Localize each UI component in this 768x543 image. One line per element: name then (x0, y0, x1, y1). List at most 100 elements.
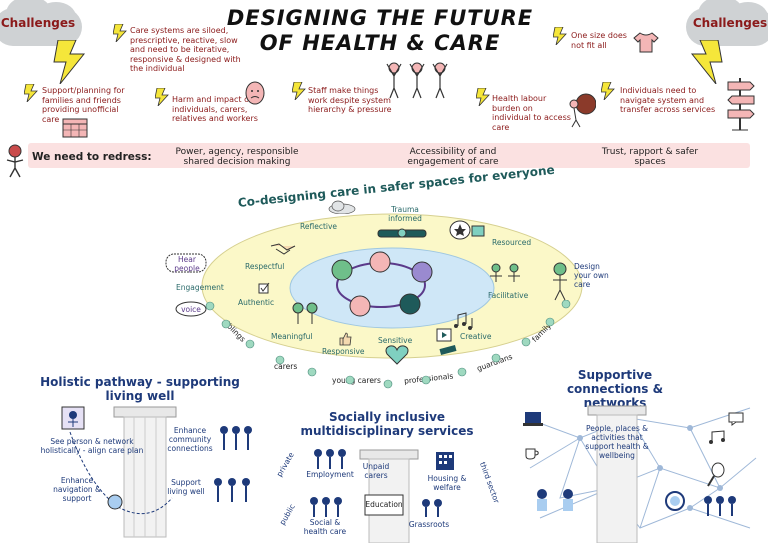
title-line-2: OF HEALTH & CARE (259, 31, 501, 55)
trait-authentic: Authentic (238, 298, 275, 307)
people-group-icon (214, 478, 250, 502)
third-sector-label: third sector (477, 460, 502, 505)
lightning-icon (601, 82, 615, 100)
arrow-path-icon (69, 431, 173, 515)
person-icon (6, 144, 24, 178)
lightning-icon (113, 24, 127, 42)
cloud-icon (328, 200, 356, 214)
ring-young-carers: young carers (332, 376, 381, 385)
enhance-community-label: Enhance community connections (167, 426, 213, 453)
lightning-icon (553, 27, 567, 45)
people-ring-icon (205, 300, 571, 389)
education-label: Education (365, 500, 403, 509)
heart-icon (385, 345, 409, 365)
challenge-harm-impact: Harm and impact on individuals, carers, … (172, 95, 258, 123)
people-group-icon (310, 497, 342, 517)
people-circle-icon (331, 251, 433, 317)
speech-bubble-icon (165, 253, 207, 273)
face-icon (245, 81, 265, 105)
staff-figures-icon (386, 62, 448, 99)
grassroots-label: Grassroots (408, 520, 450, 529)
music-notes-icon (454, 312, 473, 330)
lightning-icon (476, 88, 490, 106)
people-icon (490, 263, 520, 282)
holistic-title: Holistic pathway - supporting living wel… (40, 375, 240, 403)
lightning-icon (690, 40, 723, 84)
people-group-icon (220, 426, 252, 450)
person-podium-icon (61, 406, 85, 430)
pillar-icon (587, 405, 647, 543)
building-icon (436, 452, 454, 470)
pencil-icon (439, 345, 457, 355)
unpaid-carers-label: Unpaid carers (362, 462, 390, 480)
lightning-icon (53, 40, 86, 84)
redress-label: We need to redress: (32, 151, 152, 163)
hear-people-label: Hear people (174, 255, 200, 273)
lightning-icon (24, 84, 38, 102)
lightning-icon (155, 88, 169, 106)
lightning-icon (292, 82, 306, 100)
challenges-cloud-left: Challenges (0, 0, 82, 46)
housing-label: Housing & welfare (427, 474, 467, 492)
education-board-icon (364, 494, 404, 516)
trait-sensitive: Sensitive (378, 336, 413, 345)
person-icon (107, 494, 123, 510)
hands-icon (377, 228, 427, 238)
social-title: Socially inclusive multidisciplinary ser… (300, 410, 474, 438)
cup-icon (525, 448, 539, 460)
tshirt-icon (633, 32, 659, 53)
people-group-icon (704, 496, 736, 516)
supportive-body: People, places & activities that support… (585, 424, 649, 460)
title-line-1: DESIGNING THE FUTURE (226, 6, 534, 30)
trait-trauma-informed: Trauma informed (388, 205, 422, 223)
play-icon (436, 328, 452, 342)
burdened-person-icon (569, 93, 596, 128)
trait-creative: Creative (460, 332, 492, 341)
challenge-staff-make: Staff make things work despite system hi… (308, 86, 392, 114)
challenge-labour-burden: Health labour burden on individual to ac… (492, 94, 571, 132)
redress-item-3: Trust, rapport & safer spaces (601, 147, 699, 167)
people-group-icon (314, 449, 346, 469)
tennis-racket-icon (707, 462, 725, 487)
challenges-cloud-right: Challenges (686, 0, 768, 46)
laptop-icon (523, 412, 543, 426)
private-label: private (274, 450, 296, 479)
page-title: DESIGNING THE FUTURE OF HEALTH & CARE (190, 6, 570, 56)
social-health-label: Social & health care (303, 518, 347, 536)
handshake-icon (270, 243, 296, 255)
trait-respectful: Respectful (245, 262, 285, 271)
checkbox-icon (258, 282, 270, 294)
people-icon (292, 302, 318, 324)
see-person-label: See person & network holistically - alig… (40, 437, 144, 455)
chat-icon (728, 412, 744, 426)
calendar-icon (62, 118, 88, 138)
engagement-label: Engagement (176, 283, 224, 292)
challenges-label-right: Challenges (692, 16, 768, 30)
trait-facilitative: Facilitative (488, 291, 529, 300)
codesign-title: Co-designing care in safer spaces for ev… (237, 162, 556, 210)
support-living-label: Support living well (167, 478, 205, 496)
star-bubble-icon (449, 220, 485, 240)
challenge-one-size: One size does not fit all (571, 31, 627, 50)
music-notes-icon (709, 430, 725, 444)
trait-responsive: Responsive (322, 347, 365, 356)
signpost-icon (727, 78, 755, 131)
challenges-label-left: Challenges (0, 16, 76, 30)
challenge-care-systems: Care systems are siloed, prescriptive, r… (130, 26, 241, 73)
design-own-care-label: Design your own care (574, 262, 609, 289)
trait-resourced: Resourced (492, 238, 532, 247)
redress-band (28, 143, 750, 168)
trait-meaningful: Meaningful (271, 332, 313, 341)
speech-bubble-icon (175, 301, 207, 317)
employment-label: Employment (306, 470, 354, 479)
pillar-icon (113, 406, 177, 538)
person-icon (553, 262, 567, 301)
people-group-icon (422, 499, 442, 517)
people-group-icon (537, 489, 573, 511)
redress-item-1: Power, agency, responsible shared decisi… (175, 147, 299, 167)
challenge-navigate: Individuals need to navigate system and … (620, 86, 716, 114)
ring-carers: carers (274, 362, 298, 371)
plate-icon (665, 491, 685, 511)
redress-item-2: Accessibility of and engagement of care (407, 147, 499, 167)
trait-reflective: Reflective (300, 222, 338, 231)
